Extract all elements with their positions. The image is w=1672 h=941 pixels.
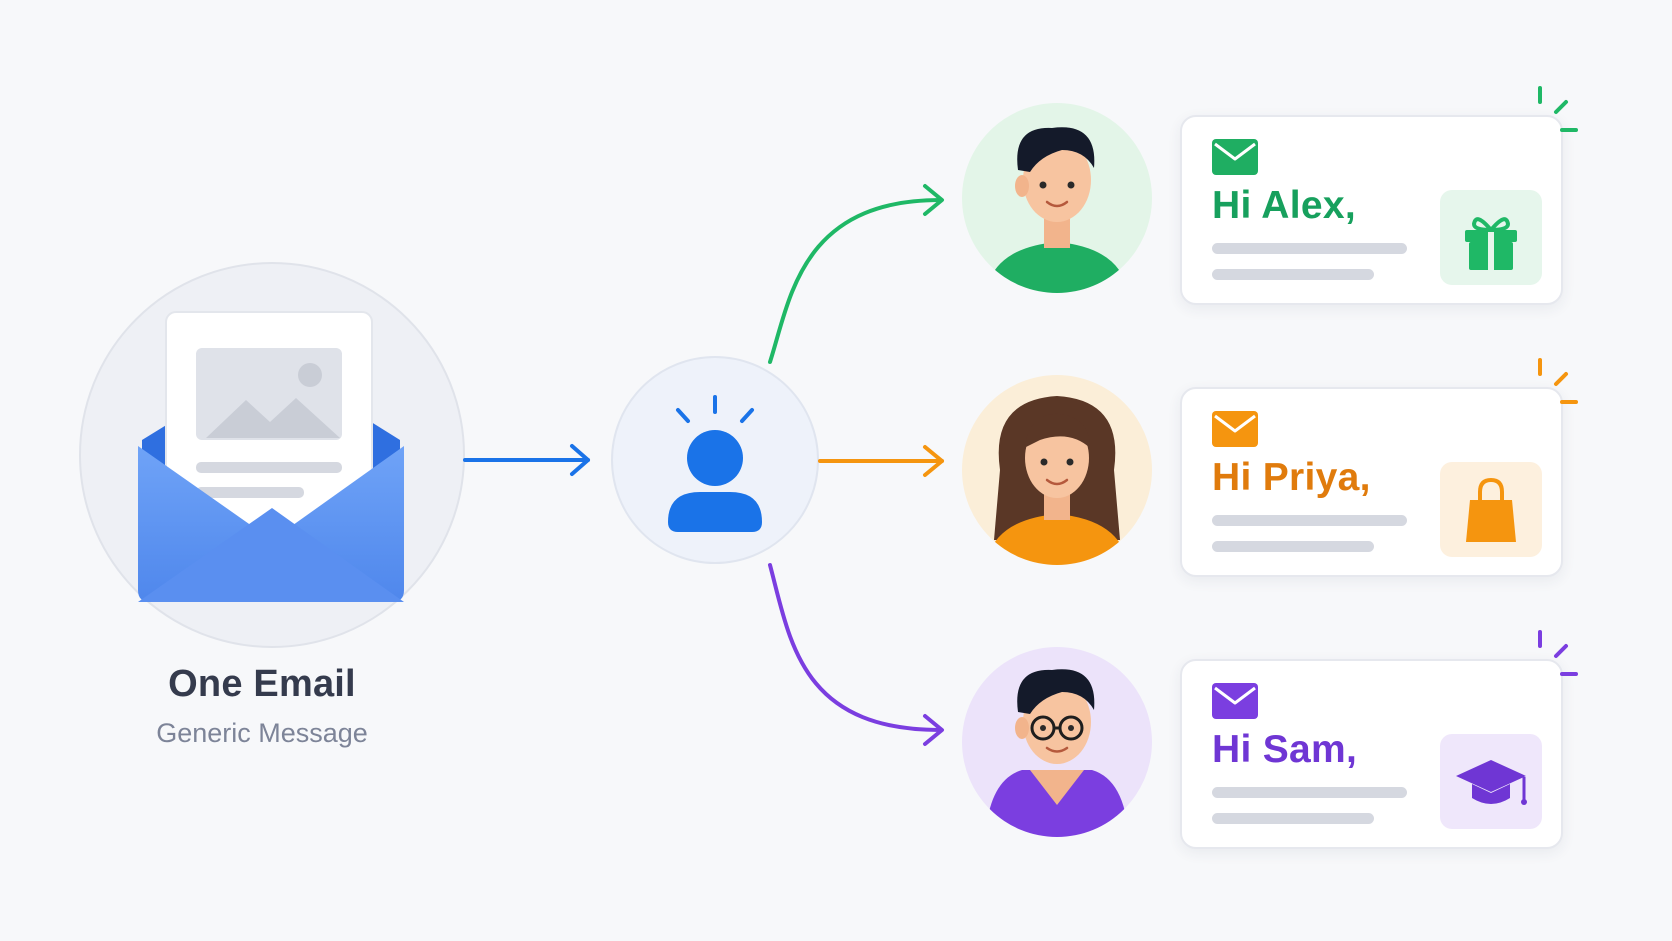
avatar-sam	[962, 647, 1152, 837]
sparkle-icon	[1538, 358, 1578, 404]
text-line	[1212, 515, 1407, 526]
text-line	[1212, 541, 1374, 552]
envelope-icon	[1212, 411, 1258, 447]
arrow-to-priya	[818, 445, 944, 477]
graduation-cap-icon	[1440, 734, 1542, 829]
email-card-priya: Hi Priya,	[1180, 387, 1563, 577]
sparkle-icon	[1538, 86, 1578, 132]
envelope-icon	[1212, 139, 1258, 175]
arrow-to-sam	[768, 563, 944, 746]
avatar-alex	[962, 103, 1152, 293]
source-title: One Email	[168, 663, 356, 705]
text-line	[1212, 243, 1407, 254]
source-email-node	[79, 262, 465, 648]
shopping-bag-icon	[1440, 462, 1542, 557]
source-subtitle: Generic Message	[156, 718, 368, 748]
arrow-to-alex	[768, 184, 944, 364]
avatar-priya	[962, 375, 1152, 565]
greeting-sam: Hi Sam,	[1212, 728, 1358, 771]
text-line	[1212, 787, 1407, 798]
letter-sheet	[165, 311, 373, 535]
arrow-source-to-hub	[463, 444, 590, 476]
hub-node	[611, 356, 819, 564]
text-line	[1212, 269, 1374, 280]
text-line	[1212, 813, 1374, 824]
greeting-priya: Hi Priya,	[1212, 456, 1371, 499]
gift-icon	[1440, 190, 1542, 285]
sparkle-icon	[1538, 630, 1578, 676]
greeting-alex: Hi Alex,	[1212, 184, 1357, 227]
email-card-sam: Hi Sam,	[1180, 659, 1563, 849]
person-spark-icon	[668, 395, 762, 532]
envelope-icon	[1212, 683, 1258, 719]
email-card-alex: Hi Alex,	[1180, 115, 1563, 305]
